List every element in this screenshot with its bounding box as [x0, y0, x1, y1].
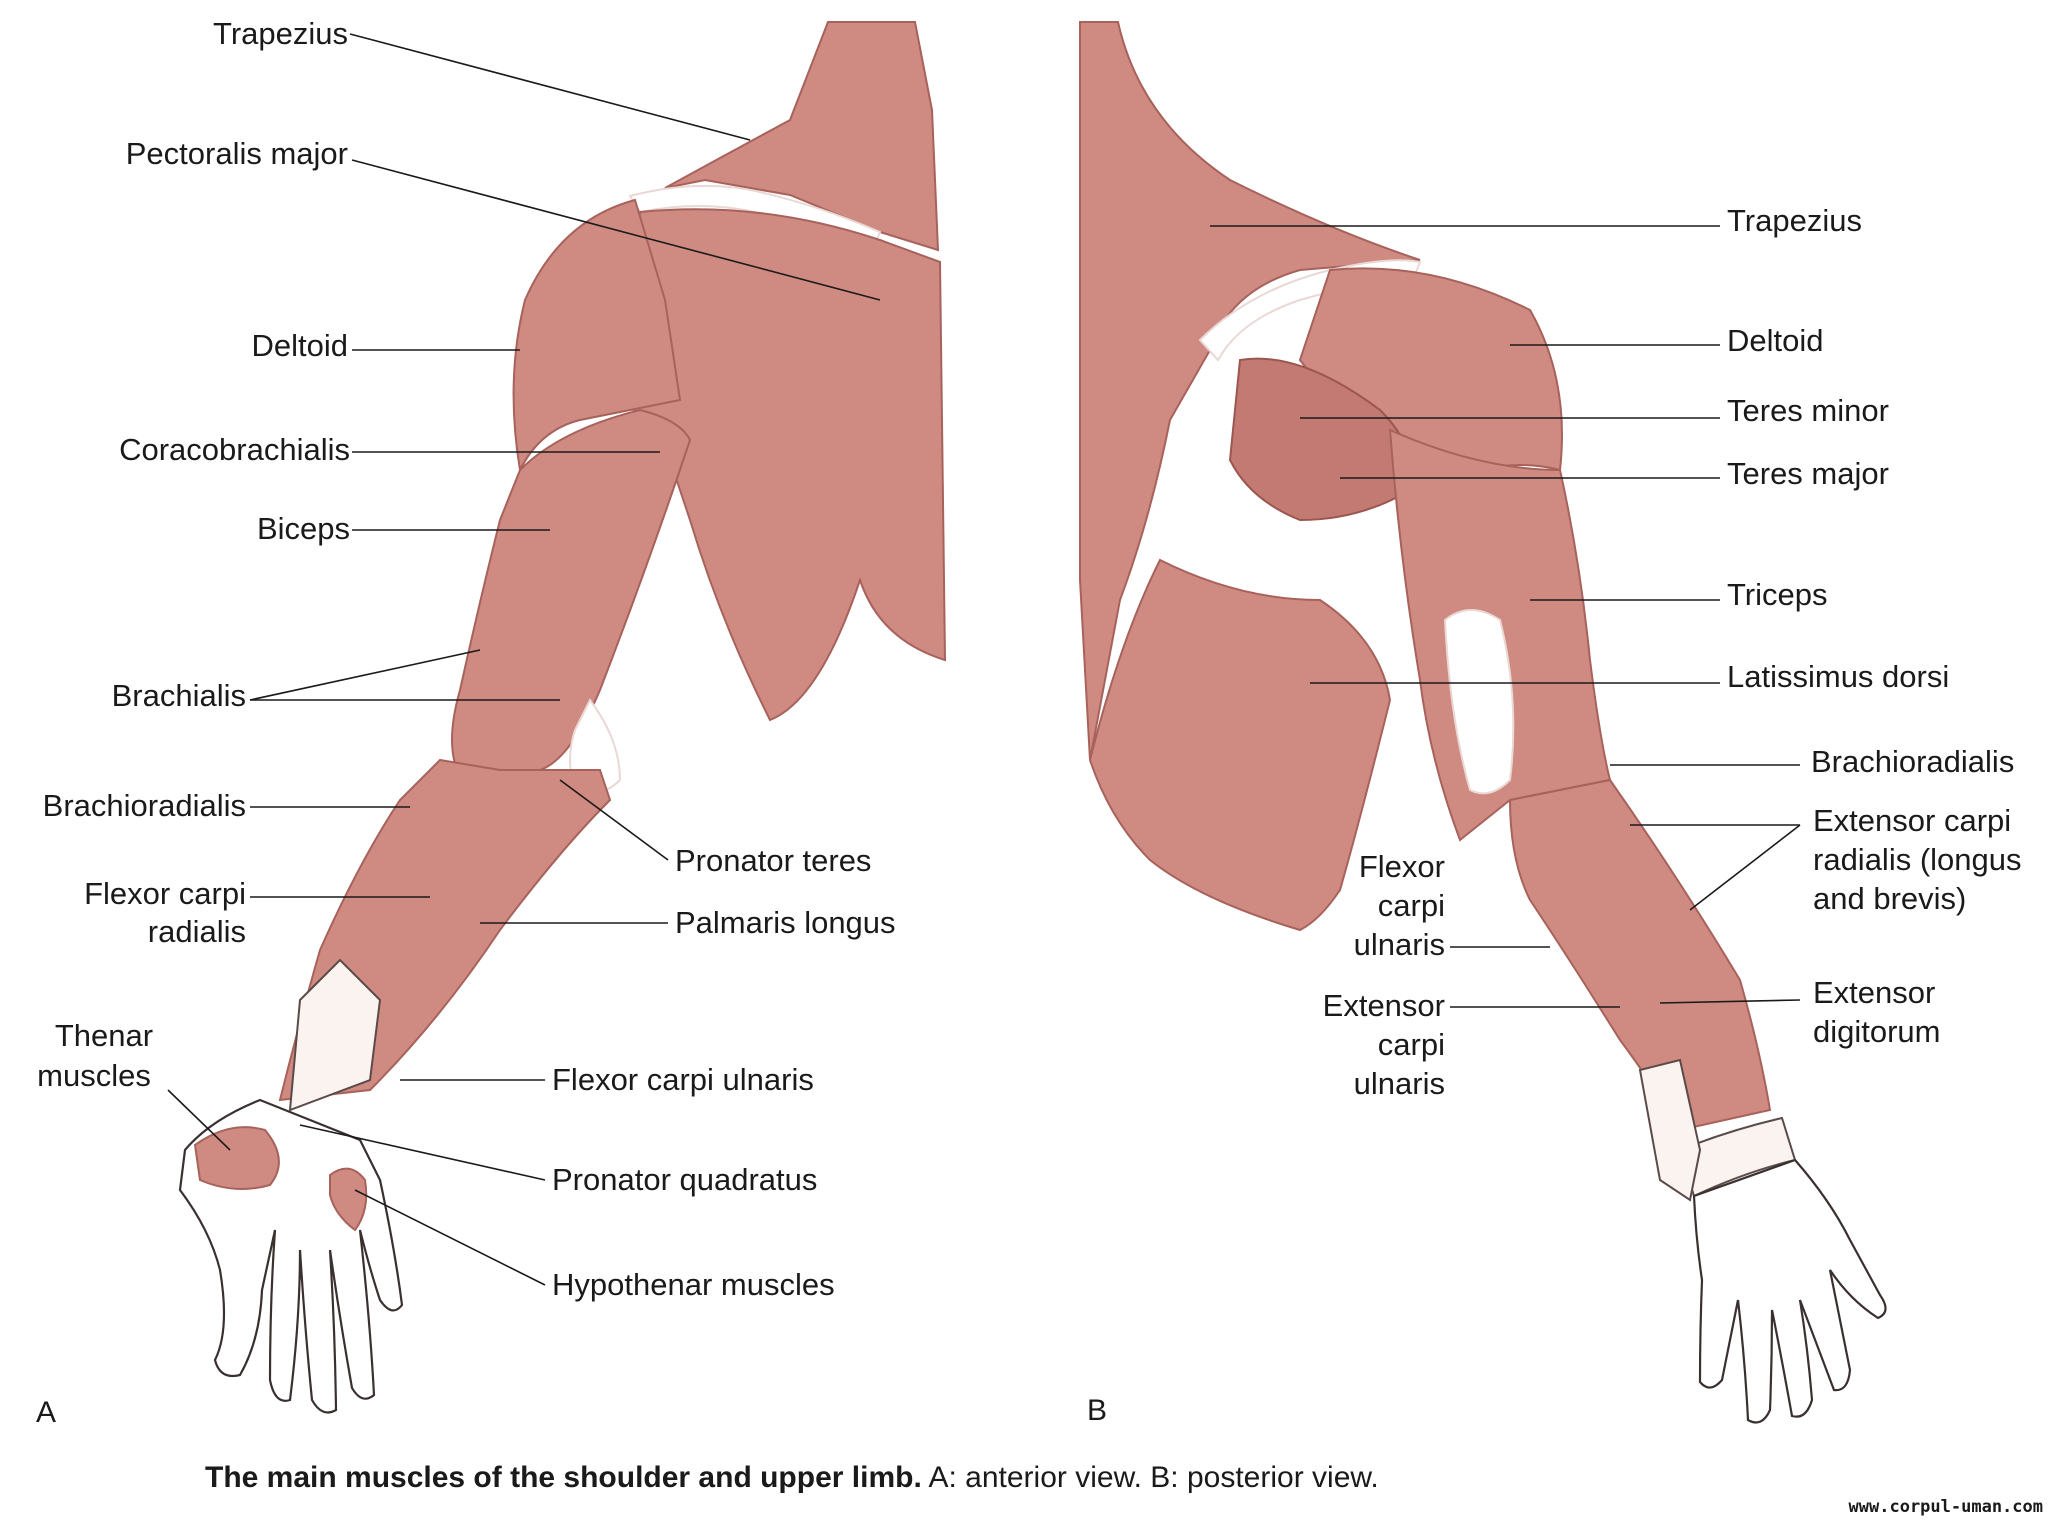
- label-trapezius-b: Trapezius: [1727, 203, 1862, 238]
- label-deltoid-a: Deltoid: [252, 328, 349, 363]
- panel-letter-a: A: [36, 1396, 56, 1429]
- posterior-latissimus-shape: [1088, 558, 1392, 932]
- label-flexor-carpi-ulnaris-b-1: Flexor: [1359, 849, 1445, 884]
- label-brachioradialis-b: Brachioradialis: [1811, 744, 2014, 779]
- posterior-hand-shape: [1692, 1158, 1887, 1424]
- label-flexor-carpi-ulnaris-a: Flexor carpi ulnaris: [552, 1062, 814, 1097]
- label-ecr-1: Extensor carpi: [1813, 803, 2011, 838]
- label-extensor-digitorum-2: digitorum: [1813, 1014, 1941, 1049]
- label-triceps: Triceps: [1727, 577, 1827, 612]
- label-flexor-carpi-radialis-1: Flexor carpi: [84, 876, 246, 911]
- label-hypothenar: Hypothenar muscles: [552, 1267, 835, 1302]
- label-flexor-carpi-radialis-2: radialis: [148, 914, 246, 949]
- posterior-leader-lines: [1210, 225, 1801, 1008]
- caption-title: The main muscles of the shoulder and upp…: [205, 1461, 922, 1494]
- panel-letter-b: B: [1087, 1394, 1107, 1427]
- posterior-view: Trapezius Deltoid Teres minor Teres majo…: [1079, 21, 2022, 1427]
- anterior-deltoid-shape: [512, 198, 682, 474]
- figure-caption: The main muscles of the shoulder and upp…: [205, 1461, 1379, 1495]
- posterior-trapezius-shape: [1079, 21, 1421, 761]
- caption-b-letter: B:: [1150, 1461, 1179, 1494]
- label-palmaris-longus: Palmaris longus: [675, 905, 896, 940]
- label-flexor-carpi-ulnaris-b-3: ulnaris: [1354, 927, 1445, 962]
- posterior-olecranon-shape: [1443, 609, 1515, 795]
- label-flexor-carpi-ulnaris-b-2: carpi: [1378, 888, 1445, 923]
- label-trapezius-a: Trapezius: [213, 16, 348, 51]
- label-deltoid-b: Deltoid: [1727, 323, 1824, 358]
- anterior-view: Trapezius Pectoralis major Deltoid Corac…: [36, 16, 947, 1429]
- caption-a-text: anterior view.: [965, 1461, 1142, 1494]
- label-teres-minor: Teres minor: [1727, 393, 1889, 428]
- label-ecu-1: Extensor: [1323, 988, 1445, 1023]
- watermark-text: www.corpul-uman.com: [1848, 1497, 2043, 1517]
- label-ecr-2: radialis (longus: [1813, 842, 2022, 877]
- label-extensor-digitorum-1: Extensor: [1813, 975, 1935, 1010]
- label-pronator-quadratus: Pronator quadratus: [552, 1162, 817, 1197]
- caption-b-text: posterior view.: [1186, 1461, 1379, 1494]
- label-thenar-2: muscles: [37, 1058, 151, 1093]
- anterior-thenar-shape: [193, 1126, 280, 1190]
- anterior-hypothenar-shape: [329, 1167, 368, 1232]
- anterior-pectoralis-shape: [618, 208, 947, 722]
- posterior-tendons-shape: [1638, 1058, 1702, 1202]
- label-teres-major: Teres major: [1727, 456, 1889, 491]
- anterior-tendons-shape: [288, 958, 382, 1112]
- anterior-upper-arm-shape: [451, 408, 692, 792]
- label-latissimus-dorsi: Latissimus dorsi: [1727, 659, 1949, 694]
- label-pronator-teres: Pronator teres: [675, 843, 871, 878]
- label-biceps: Biceps: [257, 511, 350, 546]
- label-pectoralis-major: Pectoralis major: [126, 136, 348, 171]
- label-ecr-3: and brevis): [1813, 881, 1966, 916]
- anterior-trapezius-shape: [664, 21, 940, 252]
- label-coracobrachialis: Coracobrachialis: [119, 432, 350, 467]
- label-brachioradialis-a: Brachioradialis: [43, 788, 246, 823]
- anterior-leader-lines: [167, 33, 881, 1286]
- label-thenar-1: Thenar: [55, 1018, 153, 1053]
- label-ecu-2: carpi: [1378, 1027, 1445, 1062]
- label-brachialis: Brachialis: [112, 678, 246, 713]
- label-ecu-3: ulnaris: [1354, 1066, 1445, 1101]
- caption-a-letter: A:: [928, 1461, 957, 1494]
- posterior-forearm-shape: [1508, 778, 1772, 1132]
